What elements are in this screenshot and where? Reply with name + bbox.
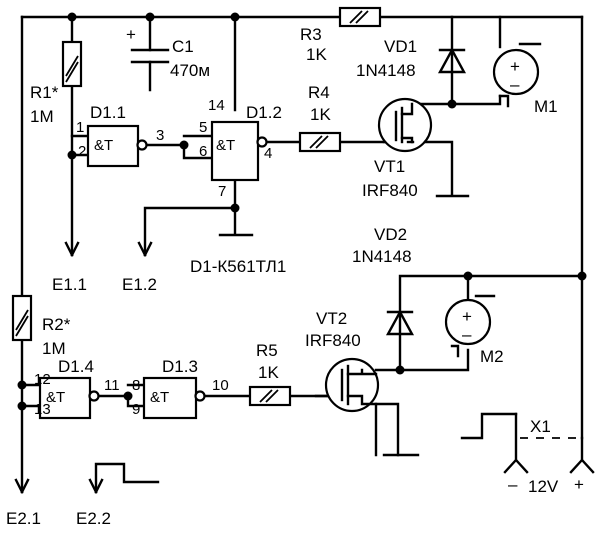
vt2-ref: VT2	[316, 309, 347, 328]
wires	[20, 15, 584, 494]
c1-value: 470м	[170, 61, 210, 80]
r5-ref: R5	[256, 341, 278, 360]
x1-minus: –	[508, 475, 518, 494]
d1-4-ref: D1.4	[58, 357, 94, 376]
d1-1-pin-1: 1	[76, 119, 84, 136]
d1-4-pin-11: 11	[104, 377, 120, 394]
m1-minus: –	[510, 75, 520, 94]
d1-3-ref: D1.3	[162, 357, 198, 376]
x1-ref: X1	[530, 417, 551, 436]
resistor-r5: R5 1K	[248, 341, 292, 407]
r1-value: 1M	[30, 107, 54, 126]
mosfet-vt1: VT1 IRF840	[362, 97, 433, 200]
vt1-part: IRF840	[362, 181, 418, 200]
d1-4-symbol: &T	[46, 389, 65, 406]
ic-part-label: D1-К561ТЛ1	[190, 257, 286, 276]
motor-m1: + – M1	[492, 42, 558, 116]
gate-d1-1: &T D1.1 1 2 2 3	[76, 103, 164, 168]
capacitor-c1: + C1 470м	[126, 25, 210, 80]
r4-value: 1K	[310, 105, 331, 124]
d1-2-symbol: &T	[216, 137, 235, 154]
d1-2-pin-4: 4	[264, 145, 272, 162]
r4-ref: R4	[308, 83, 330, 102]
m2-minus: –	[462, 325, 472, 344]
d1-4-pin-13: 13	[34, 401, 51, 418]
vt2-part: IRF840	[305, 331, 361, 350]
m2-plus: +	[462, 307, 472, 326]
m1-ref: M1	[534, 97, 558, 116]
diode-vd1: VD1 1N4148	[356, 37, 467, 80]
d1-1-pin-3: 3	[156, 127, 164, 144]
gate-d1-4: &T D1.4 12 13 11	[34, 357, 120, 420]
m2-ref: M2	[480, 347, 504, 366]
diode-vd2: VD2 1N4148	[352, 225, 415, 336]
resistor-r3: R3 1K	[300, 6, 382, 64]
vd2-ref: VD2	[374, 225, 407, 244]
r1-ref: R1*	[30, 83, 59, 102]
d1-1-symbol: &T	[94, 137, 113, 154]
resistor-r4: R4 1K	[298, 83, 342, 153]
resistor-r2: R2* 1M	[11, 294, 71, 358]
r2-value: 1M	[42, 339, 66, 358]
connector-x1: X1 – + 12V	[503, 417, 595, 496]
resistor-r1: R1* 1M	[30, 40, 83, 126]
electrode-e2-1: E2.1	[6, 509, 41, 528]
x1-voltage: 12V	[528, 477, 559, 496]
vd1-ref: VD1	[384, 37, 417, 56]
d1-3-pin-10: 10	[212, 377, 229, 394]
r2-ref: R2*	[42, 315, 71, 334]
d1-3-pin-8: 8	[132, 377, 140, 394]
d1-2-pin-14: 14	[208, 97, 225, 114]
motor-m2: + – M2	[444, 294, 504, 366]
d1-3-symbol: &T	[150, 389, 169, 406]
mosfet-vt2: VT2 IRF840	[305, 309, 380, 413]
vt1-ref: VT1	[374, 157, 405, 176]
x1-plus: +	[574, 475, 584, 494]
d1-1-ref: D1.1	[90, 103, 126, 122]
d1-4-pin-12: 12	[34, 371, 51, 388]
electrode-e1-1: E1.1	[52, 275, 87, 294]
r3-ref: R3	[300, 25, 322, 44]
r5-value: 1K	[258, 363, 279, 382]
d1-2-pin-6: 6	[199, 143, 207, 160]
d1-2-pin-7: 7	[218, 183, 226, 200]
gate-d1-3: &T D1.3 8 9 10	[132, 357, 229, 420]
vd1-part: 1N4148	[356, 61, 416, 80]
electrode-e2-2: E2.2	[76, 509, 111, 528]
d1-1-pin-2-label: 2	[78, 143, 86, 160]
gate-d1-2: &T D1.2 5 6 4 14 7	[199, 97, 282, 200]
r3-value: 1K	[306, 45, 327, 64]
vd2-part: 1N4148	[352, 247, 412, 266]
d1-2-pin-5: 5	[199, 119, 207, 136]
c1-polarity: +	[126, 25, 136, 44]
d1-2-ref: D1.2	[246, 103, 282, 122]
junction-dots	[17, 12, 587, 411]
electrode-e1-2: E1.2	[122, 275, 157, 294]
d1-3-pin-9: 9	[132, 401, 140, 418]
electrode-arrows: E1.1 E1.2 E2.1 E2.2	[6, 241, 157, 528]
m1-plus: +	[510, 57, 520, 76]
c1-ref: C1	[172, 37, 194, 56]
